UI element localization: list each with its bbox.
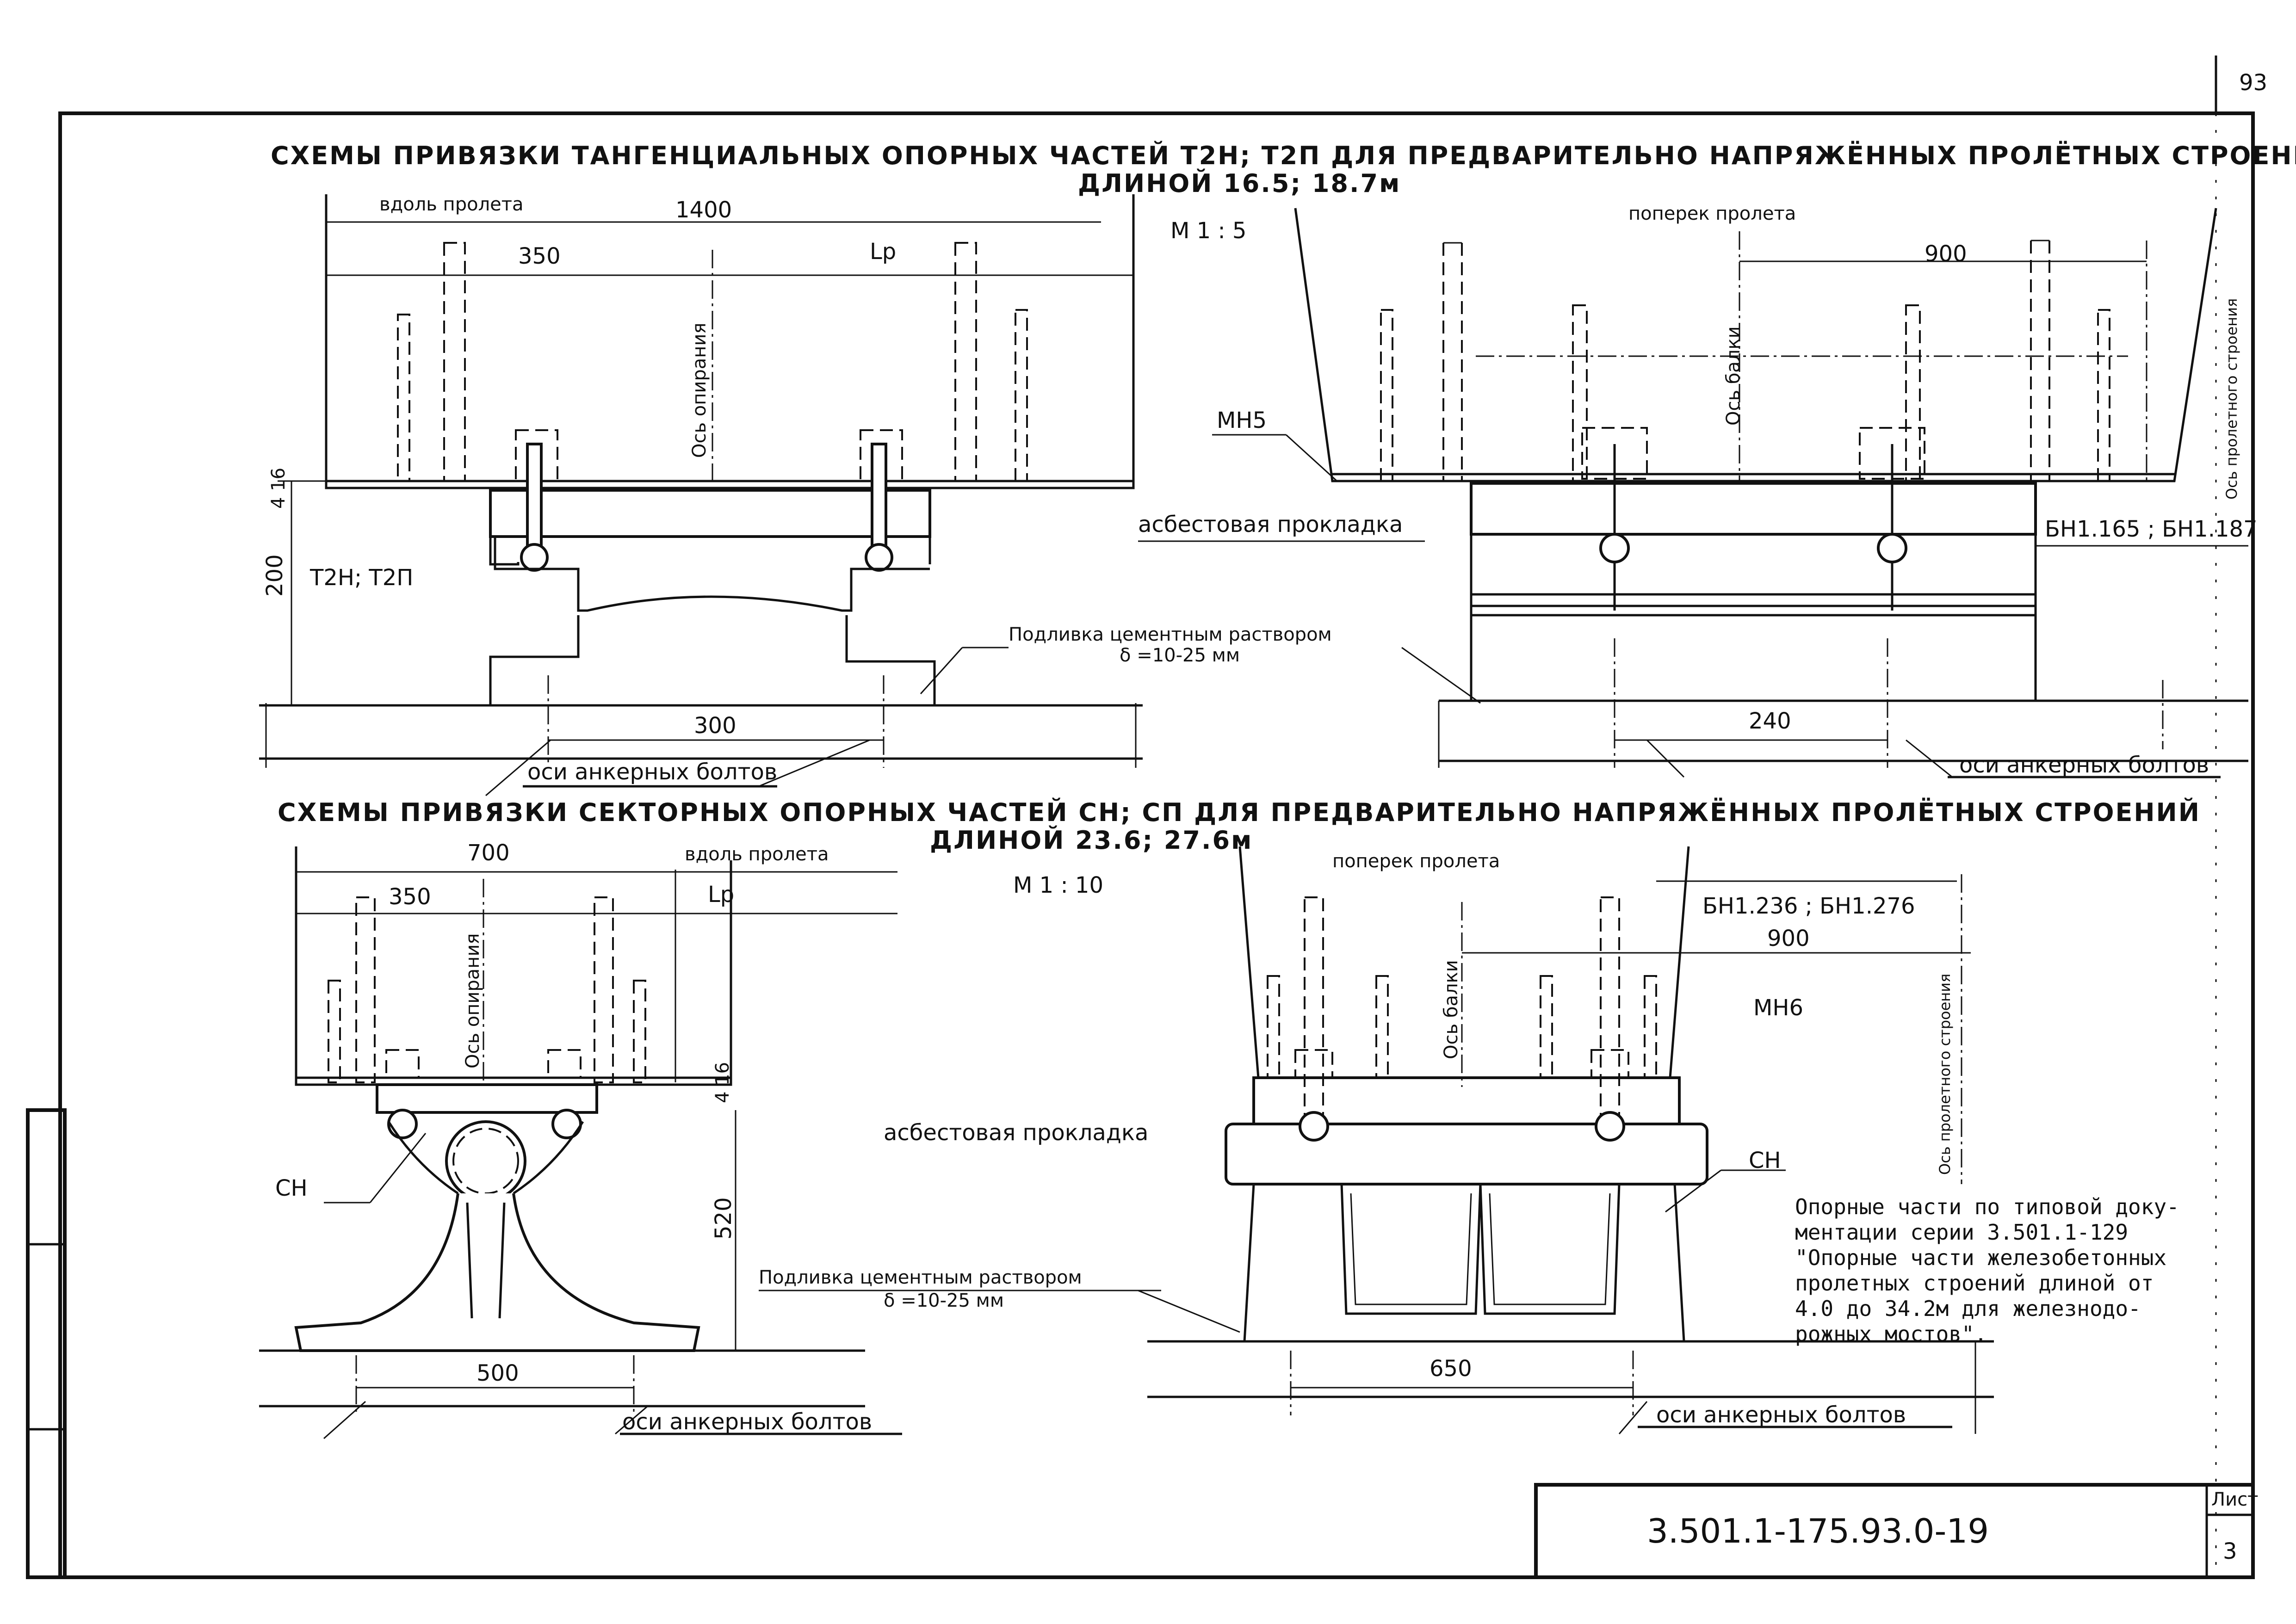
page-number: 93	[2239, 70, 2267, 96]
dim-500: 500	[477, 1360, 519, 1386]
standards-note: Опорные части по типовой доку- ментации …	[1795, 1194, 2179, 1346]
dim-4-16-1: 4 16	[268, 468, 289, 509]
mh6-label: МН6	[1753, 995, 1803, 1021]
section2-right-drawing	[1147, 846, 1994, 1434]
note-line-4: пролетных строений длиной от	[1795, 1271, 2154, 1296]
sheet-frame	[26, 56, 2255, 1579]
dim-650: 650	[1430, 1356, 1472, 1382]
lp-label-1: Lp	[870, 239, 896, 265]
dim-350-2: 350	[389, 884, 431, 910]
anchor-axes-label-1: оси анкерных болтов	[527, 759, 777, 785]
dim-900-1: 900	[1925, 241, 1967, 267]
section2-title-line2: ДЛИНОЙ 23.6; 27.6м	[930, 826, 1253, 855]
title-block	[1534, 1483, 2255, 1579]
anchor-axes-label-2: оси анкерных болтов	[1959, 752, 2209, 778]
bearing-ch-label-2: СН	[1749, 1148, 1781, 1173]
section1-title-line2: ДЛИНОЙ 16.5; 18.7м	[1078, 169, 1401, 198]
dim-200: 200	[262, 554, 288, 597]
section2-title-line1: СХЕМЫ ПРИВЯЗКИ СЕКТОРНЫХ ОПОРНЫХ ЧАСТЕЙ …	[278, 798, 2201, 827]
section1-left-drawing	[259, 194, 1143, 797]
support-axis-label-1: Ось опирания	[689, 323, 710, 458]
across-span-label-1: поперек пролета	[1628, 203, 1796, 224]
grout-label-1-line2: δ =10-25 мм	[1120, 645, 1240, 666]
sheet-label: Лист	[2211, 1489, 2258, 1510]
dim-900-2: 900	[1767, 926, 1810, 951]
along-span-label-1: вдоль пролета	[379, 194, 524, 215]
section1-scale: М 1 : 5	[1170, 218, 1246, 244]
dim-350-1: 350	[518, 243, 561, 269]
section2-left-drawing	[259, 846, 902, 1439]
beam-axis-label-1: Ось балки	[1723, 326, 1744, 426]
note-line-2: ментации серии 3.501.1-129	[1795, 1220, 2128, 1245]
bearing-ch-label-1: СН	[275, 1175, 308, 1201]
dim-520: 520	[711, 1197, 736, 1240]
dim-4-16-2: 4 16	[712, 1062, 733, 1103]
note-line-1: Опорные части по типовой доку-	[1795, 1194, 2179, 1219]
section1-right-drawing	[1294, 208, 2248, 778]
along-span-label-2: вдоль пролета	[685, 844, 829, 865]
dim-1400: 1400	[675, 197, 732, 223]
asbestos-label-2: асбестовая прокладка	[884, 1120, 1148, 1146]
span-axis-label-1: Ось пролетного строения	[2223, 298, 2240, 500]
grout-label-1-line1: Подливка цементным раствором	[1009, 624, 1332, 645]
asbestos-label-1: асбестовая прокладка	[1138, 512, 1403, 537]
sheet-number: 3	[2223, 1538, 2237, 1564]
lp-label-2: Lp	[708, 882, 734, 908]
grout-label-2-line1: Подливка цементным раствором	[759, 1267, 1082, 1288]
section1-title-line1: СХЕМЫ ПРИВЯЗКИ ТАНГЕНЦИАЛЬНЫХ ОПОРНЫХ ЧА…	[271, 141, 2296, 170]
beam-marks-2: БН1.236 ; БН1.276	[1702, 893, 1915, 919]
note-line-6: рожных мостов".	[1795, 1321, 1987, 1346]
beam-axis-label-2: Ось балки	[1441, 960, 1462, 1059]
bearing-type-t2: Т2Н; Т2П	[309, 565, 413, 591]
support-axis-label-2: Ось опирания	[462, 933, 483, 1069]
section2-scale: М 1 : 10	[1013, 872, 1103, 898]
beam-marks-1: БН1.165 ; БН1.187	[2045, 516, 2258, 542]
across-span-label-2: поперек пролета	[1332, 851, 1500, 872]
note-line-5: 4.0 до 34.2м для железнодо-	[1795, 1296, 2141, 1321]
dim-240: 240	[1749, 708, 1791, 734]
dim-300: 300	[694, 713, 736, 739]
dim-700: 700	[467, 840, 510, 866]
mh5-label: МН5	[1217, 408, 1267, 433]
anchor-axes-label-3: оси анкерных болтов	[622, 1409, 872, 1435]
span-axis-label-2: Ось пролетного строения	[1936, 974, 1954, 1175]
grout-label-2-line2: δ =10-25 мм	[884, 1290, 1004, 1311]
document-code: 3.501.1-175.93.0-19	[1647, 1512, 1989, 1550]
anchor-axes-label-4: оси анкерных болтов	[1656, 1402, 1906, 1428]
note-line-3: "Опорные части железобетонных	[1795, 1245, 2166, 1270]
